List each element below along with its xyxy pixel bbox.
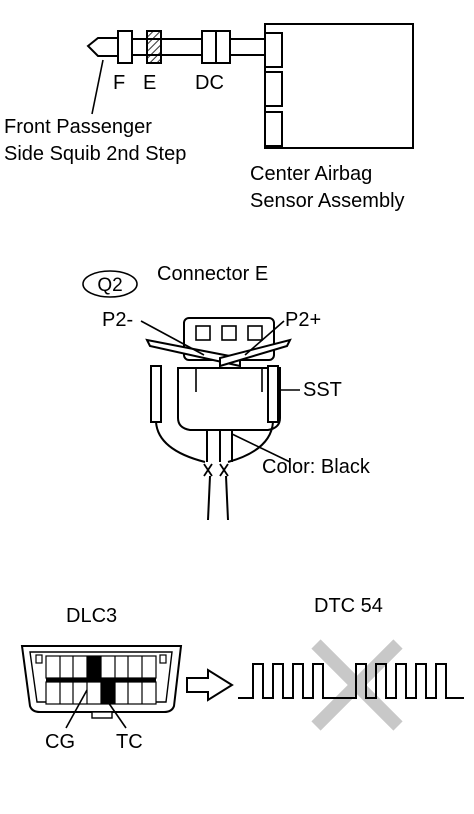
harness-tail bbox=[207, 475, 229, 521]
sst-probe-right bbox=[267, 365, 279, 423]
terminal-slot-3 bbox=[247, 325, 263, 341]
assembly-connector-1 bbox=[264, 32, 283, 68]
dlc3-title: DLC3 bbox=[66, 605, 117, 627]
terminal-slot-2 bbox=[221, 325, 237, 341]
label-dc: DC bbox=[195, 72, 224, 94]
squib-label-line2: Side Squib 2nd Step bbox=[4, 143, 186, 165]
pin-4-filled bbox=[87, 656, 101, 678]
wiring-section: F E DC Front Passenger Side Squib 2nd St… bbox=[4, 23, 414, 212]
tc-label: TC bbox=[116, 731, 143, 753]
assembly-label-line1: Center Airbag bbox=[250, 163, 372, 185]
assembly-connector-3 bbox=[264, 111, 283, 147]
terminal-slot-1 bbox=[195, 325, 211, 341]
color-label: Color: Black bbox=[262, 456, 371, 478]
dtc-waveform bbox=[238, 663, 464, 699]
q2-tag: Q2 bbox=[97, 275, 122, 296]
cg-label: CG bbox=[45, 731, 75, 753]
connector-view-section: Q2 Connector E P2- P2+ bbox=[82, 263, 371, 521]
connector-c bbox=[215, 30, 231, 64]
sst-lead-right bbox=[227, 421, 274, 463]
squib-label-line1: Front Passenger bbox=[4, 116, 152, 138]
dtc-title: DTC 54 bbox=[314, 595, 383, 617]
probe-bar-right bbox=[219, 338, 292, 368]
q2-tag-outline bbox=[82, 270, 138, 298]
connector-e bbox=[146, 30, 162, 64]
dlc3-ear-right bbox=[159, 654, 167, 664]
cg-leader bbox=[65, 689, 88, 729]
harness-twist bbox=[203, 463, 229, 477]
assembly-label-line2: Sensor Assembly bbox=[250, 190, 405, 212]
dlc3-key-tab bbox=[91, 711, 113, 719]
label-f: F bbox=[113, 72, 125, 94]
sst-lead-left bbox=[155, 421, 206, 463]
p2-minus-leader bbox=[140, 320, 205, 356]
sst-probe-left bbox=[150, 365, 162, 423]
connector-f bbox=[117, 30, 133, 64]
sst-label: SST bbox=[303, 379, 342, 401]
probe-bar-left bbox=[145, 338, 241, 368]
p2-plus-leader bbox=[244, 320, 285, 356]
pin-tc-filled bbox=[101, 682, 115, 704]
dlc-section: DLC3 DTC 54 CG TC bbox=[20, 595, 464, 753]
label-e: E bbox=[143, 72, 156, 94]
color-leader bbox=[231, 433, 291, 463]
dlc3-ear-left bbox=[35, 654, 43, 664]
center-airbag-sensor-assembly bbox=[264, 23, 414, 149]
p2-plus-label: P2+ bbox=[285, 309, 321, 331]
squib-leader-line bbox=[91, 59, 104, 115]
tc-leader bbox=[107, 701, 127, 729]
connector-title: Connector E bbox=[157, 263, 268, 285]
assembly-connector-2 bbox=[264, 71, 283, 107]
connector-d bbox=[201, 30, 217, 64]
p2-minus-label: P2- bbox=[102, 309, 133, 331]
right-arrow-icon bbox=[186, 668, 234, 702]
squib-plug bbox=[86, 37, 119, 57]
connector-body bbox=[177, 367, 281, 431]
